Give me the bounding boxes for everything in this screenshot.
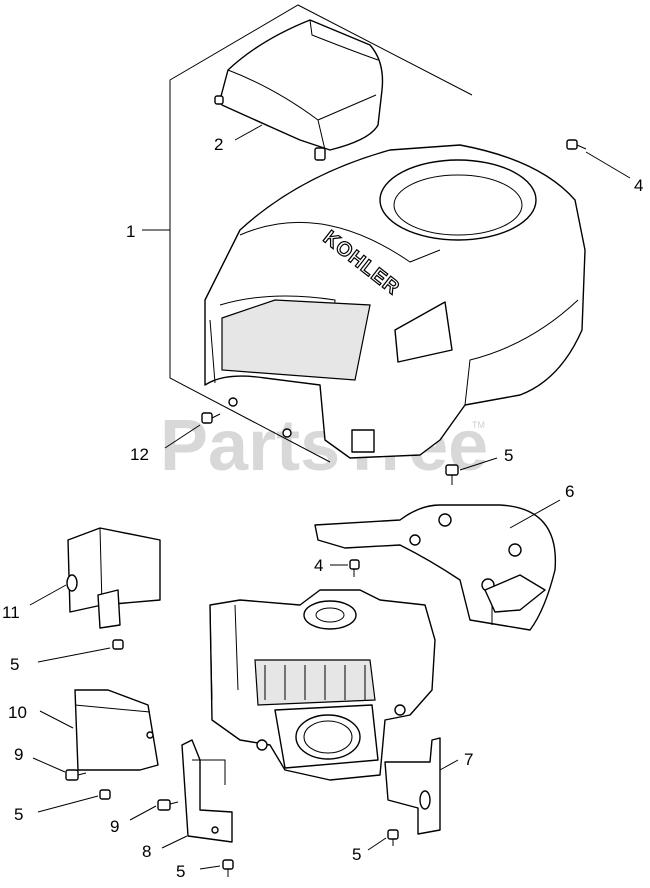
callout-1: 1 — [126, 222, 135, 241]
screw-item-9-mid — [157, 799, 179, 811]
screw-item-5-bottom-right — [387, 829, 399, 846]
callout-5-housing: 5 — [504, 446, 513, 465]
callout-5-bottom: 5 — [176, 862, 185, 881]
callouts: 1 2 4 12 5 6 4 11 5 10 9 5 9 8 5 5 7 — [2, 135, 643, 881]
screw-item-5-bottom — [222, 859, 234, 877]
callout-5-left-1: 5 — [10, 655, 19, 674]
callout-10: 10 — [8, 703, 27, 722]
callout-2: 2 — [214, 135, 223, 154]
screw-top-right — [566, 139, 587, 150]
callout-8: 8 — [142, 842, 151, 861]
callout-11: 11 — [2, 603, 20, 622]
callout-5-bottom-right: 5 — [352, 845, 361, 864]
bracket-item-11 — [66, 527, 161, 629]
callout-4-mid: 4 — [314, 556, 323, 575]
blower-housing: KOHLER — [204, 144, 586, 459]
callout-5-left-2: 5 — [14, 805, 23, 824]
screw-item-4-mid — [349, 559, 360, 577]
callout-4-top: 4 — [634, 176, 643, 195]
callout-6: 6 — [565, 482, 574, 501]
bracket-item-7 — [384, 737, 441, 835]
callout-12: 12 — [130, 445, 149, 464]
baffle-plate — [314, 504, 557, 631]
engine-crankcase — [209, 589, 436, 781]
bracket-item-10 — [74, 689, 159, 771]
assembly-bracket — [169, 4, 473, 463]
screw-item-5-housing — [445, 464, 459, 485]
callout-9-mid: 9 — [110, 817, 119, 836]
screw-item-12 — [201, 412, 221, 424]
intake-cover — [214, 19, 384, 161]
callout-7: 7 — [464, 750, 473, 769]
screw-item-5-left-2 — [99, 789, 111, 800]
callout-9-left: 9 — [14, 745, 23, 764]
screw-item-9-left — [65, 769, 87, 781]
screw-item-5-left-1 — [112, 639, 124, 650]
watermark-trademark: TM — [472, 420, 485, 430]
bracket-item-8 — [181, 739, 233, 843]
